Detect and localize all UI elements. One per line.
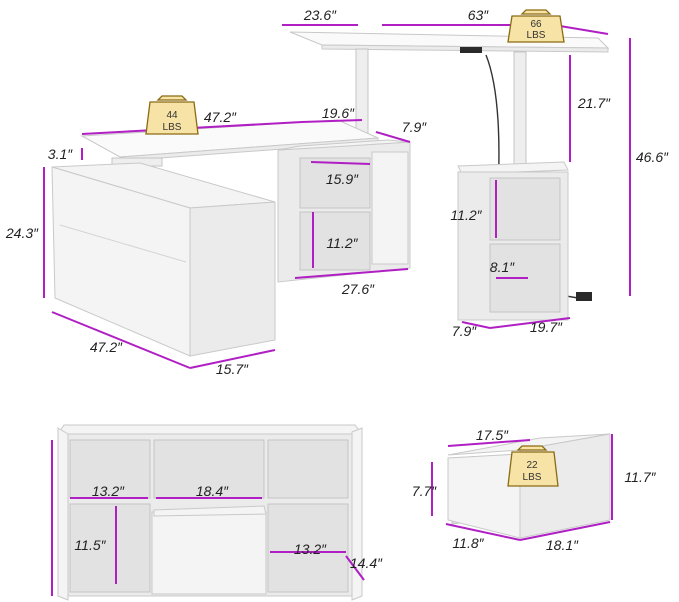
desk-control-panel: [460, 47, 482, 53]
storage-cabinet-illustration: [57, 424, 364, 601]
dim-door-height: 14.4″: [350, 555, 383, 571]
dim-shelf-unit-width: 27.6″: [341, 281, 375, 297]
dim-drawer-length: 18.1″: [546, 537, 579, 553]
dim-shelf-width: 15.9″: [326, 171, 359, 187]
weight-badge-desk: 66 LBS: [507, 9, 565, 43]
dim-shelf-height: 11.2″: [326, 235, 358, 251]
dim-compartment-height: 11.5″: [74, 537, 106, 553]
weight-badge-value: 22: [526, 460, 538, 471]
weight-badge-value: 66: [530, 19, 542, 30]
dim-compartment-center-width: 18.4″: [196, 483, 229, 499]
weight-badge-unit: LBS: [527, 30, 546, 41]
dimension-lines: [43, 24, 631, 596]
dim-drawer-width: 17.5″: [476, 427, 509, 443]
dim-cabinet-depth: 15.7″: [216, 361, 249, 377]
dim-tower-shelf-height: 11.2″: [450, 207, 482, 223]
weight-badge-drawer: 22 LBS: [507, 445, 559, 487]
dim-desk-top-width: 63″: [468, 7, 490, 23]
dim-drawer-height: 11.7″: [624, 469, 656, 485]
dim-top-thickness: 3.1″: [48, 146, 73, 162]
dim-cabinet-top-depth: 19.6″: [322, 105, 355, 121]
dim-drawer-inner-height: 7.7″: [412, 483, 437, 499]
dim-drawer-depth: 11.8″: [452, 535, 484, 551]
dim-cabinet-height: 24.3″: [5, 225, 39, 241]
weight-badge-value: 44: [166, 110, 178, 121]
weight-badge-l-desk: 44 LBS: [145, 95, 199, 135]
weight-badge-unit: LBS: [163, 122, 182, 133]
dim-cabinet-length: 47.2″: [90, 339, 123, 355]
dim-tower-inner-width: 8.1″: [490, 259, 515, 275]
dim-shelf-depth: 7.9″: [402, 119, 427, 135]
l-desk-illustration: [51, 119, 569, 357]
dim-compartment-left-width: 13.2″: [92, 483, 125, 499]
dim-compartment-right-width: 13.2″: [294, 541, 327, 557]
dim-tower-width: 19.7″: [530, 319, 563, 335]
power-adapter: [576, 292, 592, 301]
weight-badge-unit: LBS: [523, 472, 542, 483]
dim-cabinet-top-width: 47.2″: [204, 109, 237, 125]
dim-desk-top-depth: 23.6″: [303, 7, 337, 23]
dim-desk-lift-height: 21.7″: [577, 95, 611, 111]
dim-desk-total-height: 46.6″: [636, 149, 669, 165]
dim-tower-depth: 7.9″: [452, 323, 477, 339]
dimension-labels: 23.6″ 63″ 21.7″ 46.6″ 47.2″ 19.6″ 7.9″ 3…: [5, 7, 669, 571]
